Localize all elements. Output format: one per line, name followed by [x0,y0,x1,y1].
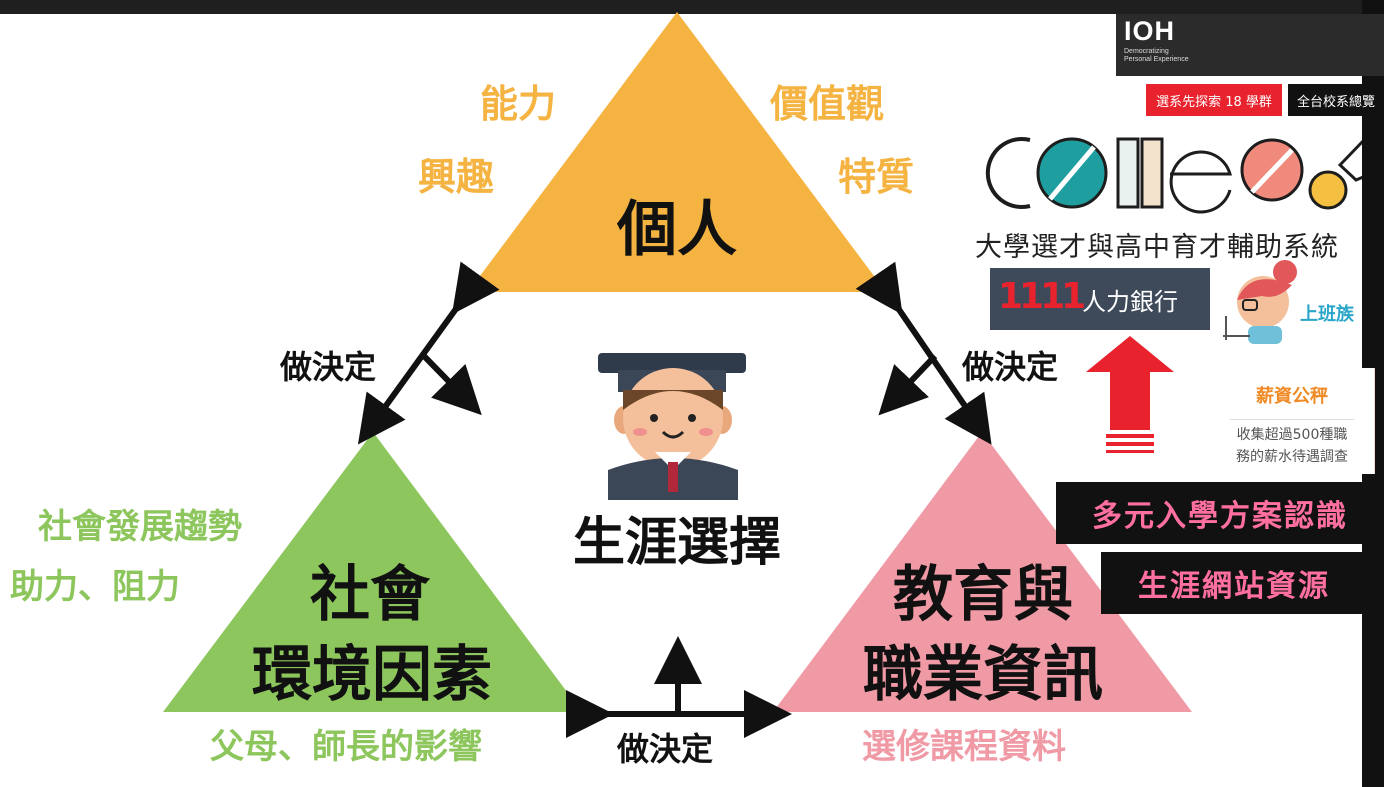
ioh-tagline-line2: Personal Experience [1124,56,1189,63]
center-label: 生涯選擇 [573,513,781,573]
attr-interest: 興趣 [418,155,494,199]
personal-title: 個人 [616,195,737,265]
salary-desc-line2: 務的薪水待遇調查 [1236,449,1348,465]
red-up-arrow [1086,336,1174,453]
triangle-education [773,432,1192,712]
triangle-personal [468,12,886,292]
admission-label: 多元入學方案認識 [1056,482,1384,544]
decision-label-bottom: 做決定 [616,730,713,768]
salary-divider [1230,419,1354,420]
decision-label-right: 做決定 [961,348,1058,386]
attr-elective-courses: 選修課程資料 [862,727,1066,767]
worker-illustration [1223,260,1297,344]
ioh-banner[interactable]: IOH Democratizing Personal Experience [1116,14,1384,76]
explore-groups-button[interactable]: 選系先探索 18 學群 [1146,84,1282,116]
salary-title: 薪資公秤 [1256,386,1328,407]
ioh-tagline-line1: Democratizing [1124,48,1169,55]
arrow-left-diagonal [357,261,500,445]
ioh-tagline: Democratizing Personal Experience [1124,48,1244,64]
education-title-line1: 教育與 [893,560,1073,630]
decision-label-left: 做決定 [279,348,376,386]
job-bank-number: 1111 [998,276,1086,317]
worker-banner[interactable]: 上班族 [1210,264,1384,344]
graduate-icon [598,353,746,500]
salary-desc-line1: 收集超過500種職 [1236,427,1348,443]
all-departments-button[interactable]: 全台校系總覽 [1288,84,1384,116]
collego-subtitle: 大學選才與高中育才輔助系統 [975,232,1339,263]
top-bar [0,0,1384,14]
arrow-right-branch [878,353,938,416]
attr-values: 價值觀 [769,82,884,126]
society-title-line2: 環境因素 [252,640,492,710]
triangle-society [163,432,582,712]
arrow-left-branch [420,352,482,416]
attr-ability: 能力 [480,82,556,126]
collego-logo [985,137,1383,214]
education-title-line2: 職業資訊 [863,640,1103,710]
attr-social-trend: 社會發展趨勢 [38,507,242,547]
salary-card[interactable]: 薪資公秤 收集超過500種職 務的薪水待遇調查 [1210,368,1375,474]
attr-traits: 特質 [838,155,914,199]
job-bank-banner[interactable]: 1111 人力銀行 [990,268,1210,330]
society-title-line1: 社會 [310,560,431,630]
ioh-logo: IOH [1124,16,1176,46]
arrows [357,261,992,738]
career-websites-label: 生涯網站資源 [1101,552,1367,614]
worker-name: 上班族 [1300,304,1354,325]
salary-description: 收集超過500種職 務的薪水待遇調查 [1210,424,1374,468]
attr-parents-teachers: 父母、師長的影響 [210,727,482,767]
job-bank-name: 人力銀行 [1082,288,1178,316]
attr-help-resistance: 助力、阻力 [10,567,180,607]
